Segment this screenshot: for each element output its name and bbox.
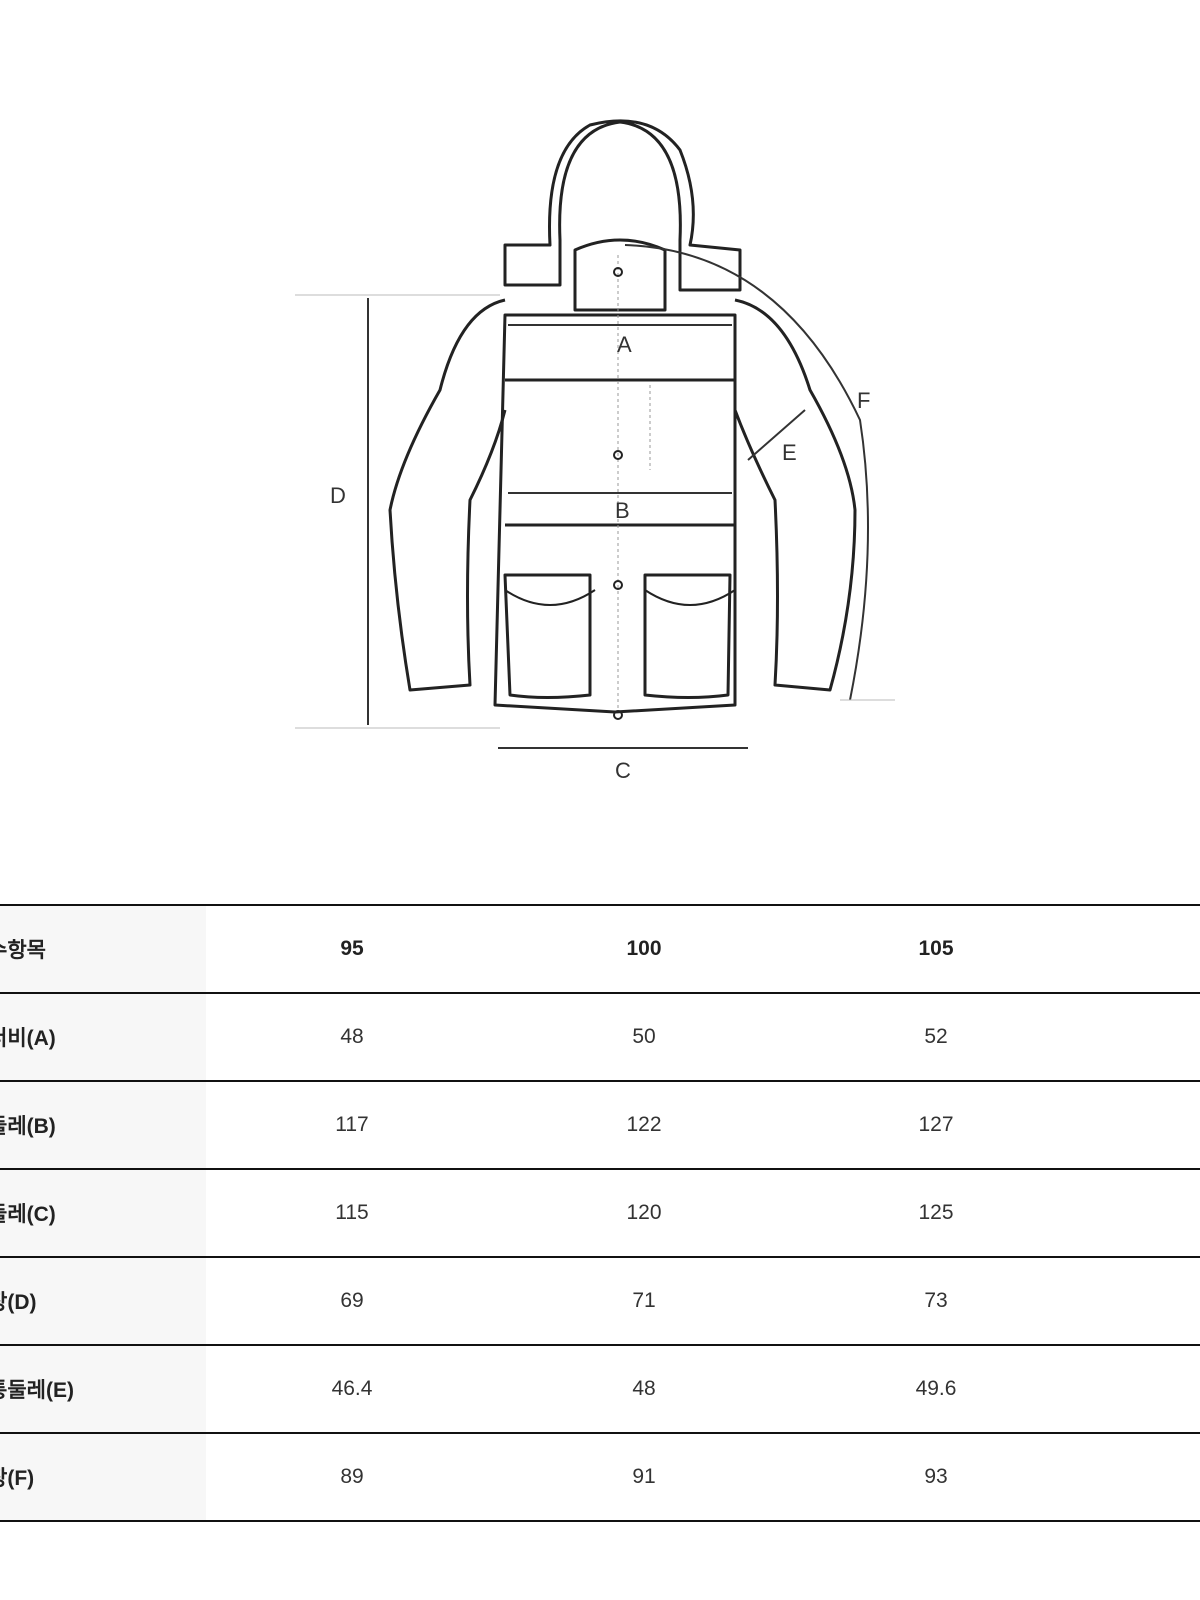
jacket-measurement-diagram: D A B C E F (295, 119, 895, 783)
size-header: 105 (790, 904, 1082, 994)
cell: 127 (790, 1080, 1082, 1170)
table-row: 둘레(C) 115 120 125 (0, 1168, 1200, 1258)
cell: 115 (206, 1168, 498, 1258)
table-row: 장(F) 89 91 93 (0, 1432, 1200, 1522)
cell: 46.4 (206, 1344, 498, 1434)
label-c: C (615, 758, 631, 783)
cell: 48 (498, 1344, 790, 1434)
measurement-lines (295, 244, 895, 749)
table-row: 너비(A) 48 50 52 (0, 992, 1200, 1082)
stitch-lines (617, 255, 651, 710)
row-label: 둘레(C) (0, 1168, 206, 1258)
cell: 71 (498, 1256, 790, 1346)
size-header: 100 (498, 904, 790, 994)
cell: 93 (790, 1432, 1082, 1522)
label-d: D (330, 483, 346, 508)
row-label: 너비(A) (0, 992, 206, 1082)
cell: 48 (206, 992, 498, 1082)
cell: 89 (206, 1432, 498, 1522)
table-row: 장(D) 69 71 73 (0, 1256, 1200, 1346)
row-label: 장(F) (0, 1432, 206, 1522)
cell: 50 (498, 992, 790, 1082)
cell: 117 (206, 1080, 498, 1170)
button-dots (613, 267, 623, 720)
table-row: 통둘레(E) 46.4 48 49.6 (0, 1344, 1200, 1434)
cell: 73 (790, 1256, 1082, 1346)
size-header: 95 (206, 904, 498, 994)
cell: 69 (206, 1256, 498, 1346)
label-e: E (782, 440, 797, 465)
size-table: 수항목 95 100 105 너비(A) 48 50 52 둘레(B) 117 … (0, 904, 1200, 1522)
cell: 49.6 (790, 1344, 1082, 1434)
label-f: F (857, 388, 870, 413)
cell: 122 (498, 1080, 790, 1170)
row-label: 통둘레(E) (0, 1344, 206, 1434)
row-label: 둘레(B) (0, 1080, 206, 1170)
cell: 91 (498, 1432, 790, 1522)
cell: 120 (498, 1168, 790, 1258)
row-label: 장(D) (0, 1256, 206, 1346)
label-a: A (617, 332, 632, 357)
header-label: 수항목 (0, 904, 206, 994)
label-b: B (615, 498, 630, 523)
cell: 52 (790, 992, 1082, 1082)
table-row: 둘레(B) 117 122 127 (0, 1080, 1200, 1170)
table-header-row: 수항목 95 100 105 (0, 904, 1200, 994)
cell: 125 (790, 1168, 1082, 1258)
jacket-outline (388, 119, 857, 714)
